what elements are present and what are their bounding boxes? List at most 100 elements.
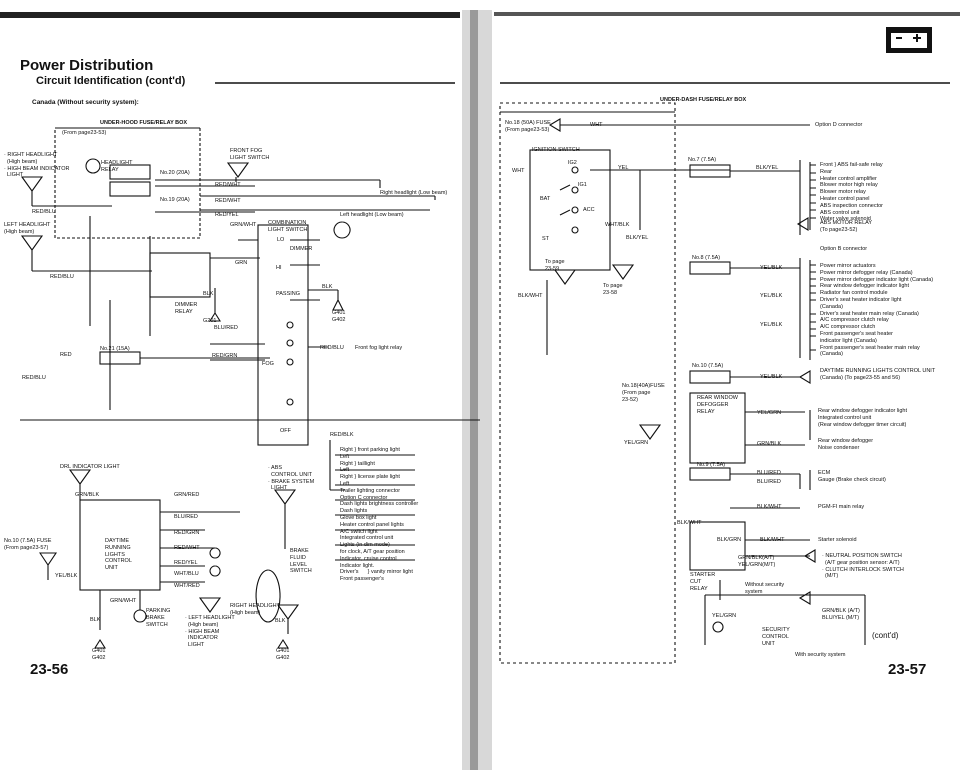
wire-blu-red-2: BLU/RED	[174, 514, 198, 520]
acc-label: ACC	[583, 207, 595, 213]
fuse-8-loads: Power mirror actuators Power mirror defo…	[820, 263, 934, 358]
pgm-fi-label: PGM-FI main relay	[818, 504, 865, 510]
ground-g401-right: G401 G402	[276, 648, 290, 661]
rear-defogger-label: Rear window defogger Noise condenser	[818, 438, 874, 451]
continued-label: (cont'd)	[872, 631, 899, 640]
wire-grn: GRN	[235, 260, 248, 266]
wire-blk-grn: BLK/GRN	[717, 537, 742, 543]
to-page-59: To page 23-59	[545, 259, 565, 272]
defog-loads: Rear window defogger indicator light Int…	[818, 408, 907, 428]
ignition-switch-label: IGNITION SWITCH	[532, 147, 580, 153]
wire-red: RED	[60, 352, 72, 358]
wire-red-grn: RED/GRN	[212, 353, 238, 359]
left-load-list: Right } front parking light Left Right }…	[340, 447, 419, 583]
dimmer-relay-label: DIMMER RELAY	[175, 302, 198, 315]
wire-red-yel: RED/YEL	[215, 212, 239, 218]
wire-red-blu-2: RED/BLU	[50, 274, 74, 280]
wire-grn-blk-2: GRN/BLK	[757, 441, 782, 447]
switch-hi: HI	[276, 265, 282, 271]
wire-yel-grn: YEL/GRN	[624, 440, 649, 446]
drl-indicator-label: DRL INDICATOR LIGHT	[60, 464, 120, 470]
front-fog-switch-label: FRONT FOG LIGHT SWITCH	[230, 148, 270, 161]
starter-solenoid-label: Starter solenoid	[818, 537, 857, 543]
without-security-label: Without security system	[745, 582, 785, 595]
brake-fluid-label: BRAKE FLUID LEVEL SWITCH	[290, 548, 312, 575]
wire-wht-blu: WHT/BLU	[174, 571, 199, 577]
page-title: Power Distribution	[20, 57, 154, 74]
wire-blk-wht-2: BLK/WHT	[757, 504, 782, 510]
top-scan-edge-right	[494, 12, 960, 16]
switch-dimmer: DIMMER	[290, 246, 313, 252]
wire-blk-4: BLK	[275, 618, 286, 624]
wire-blk-yel: BLK/YEL	[626, 235, 649, 241]
abs-list-label: · ABS CONTROL UNIT · BRAKE SYSTEM LIGHT	[268, 465, 315, 492]
fuse-7-label: No.7 (7.5A)	[688, 157, 717, 163]
starter-cut-relay-label: STARTER CUT RELAY	[690, 572, 716, 592]
fuse-19-label: No.19 (20A)	[160, 197, 190, 203]
wire-yel-blk-2: YEL/BLK	[760, 265, 783, 271]
right-hl-high-label: RIGHT HEADLIGHT (High beam)	[230, 603, 281, 616]
switch-fog: FOG	[262, 361, 274, 367]
wire-red-blk: RED/BLK	[330, 432, 354, 438]
wire-blu-red-3: BLU/RED	[757, 470, 781, 476]
wire-yel: YEL	[618, 165, 629, 171]
wire-blk-wht: BLK/WHT	[518, 293, 543, 299]
wire-yel-blk-4: YEL/BLK	[760, 322, 783, 328]
wire-red-grn-2: RED/GRN	[174, 530, 200, 536]
with-security-label: With security system	[795, 652, 846, 658]
wire-grn-red: GRN/RED	[174, 492, 200, 498]
wire-blk-wht-3: BLK/WHT	[677, 520, 702, 526]
left-hl-low-label: Left headlight (Low beam)	[340, 212, 404, 218]
fuse-18-label: No.18 (50A) FUSE (From page23-53)	[505, 120, 551, 133]
wire-grn-blk: GRN/BLK	[75, 492, 100, 498]
page-number-right: 23-57	[888, 661, 927, 678]
wire-blu-red: BLU/RED	[214, 325, 238, 331]
grn-blk-at-label: GRN/BLK(A/T) YEL/GRN(M/T)	[738, 555, 776, 568]
ecm-label: ECM Gauge (Brake check circuit)	[818, 470, 886, 483]
ground-g401-top: G401 G402	[332, 310, 346, 323]
left-hl-list-label: · LEFT HEADLIGHT (High beam) · HIGH BEAM…	[185, 615, 235, 649]
fuse-18b-label: No.18(40A)FUSE (From page 23-52)	[622, 383, 665, 403]
page-gutter-shadow	[470, 10, 478, 770]
variant-label: Canada (Without security system):	[32, 99, 139, 106]
st-label: ST	[542, 236, 550, 242]
switch-lo: LO	[277, 237, 285, 243]
ig1-label: IG1	[578, 182, 587, 188]
fuse-10-label: No.10 (7.5A) FUSE (From page23-57)	[4, 538, 52, 551]
top-scan-edge	[0, 12, 460, 18]
wire-blk-3: BLK	[90, 617, 101, 623]
ground-g401-left: G401 G402	[92, 648, 106, 661]
ground-g201: G201	[203, 318, 217, 324]
drl-unit-right-label: DAYTIME RUNNING LIGHTS CONTROL UNIT (Can…	[820, 368, 936, 381]
front-fog-relay-label: Front fog light relay	[355, 345, 403, 351]
combination-switch-label: COMBINATION LIGHT SWITCH	[268, 220, 308, 233]
wire-red-wht-2: RED/WHT	[215, 198, 241, 204]
switch-off: OFF	[280, 428, 291, 434]
underhood-box-label: UNDER-HOOD FUSE/RELAY BOX	[100, 120, 188, 126]
page-number-left: 23-56	[30, 661, 69, 678]
fuse-9-label: No.9 (7.5A)	[697, 462, 726, 468]
right-headlight-label: · RIGHT HEADLIGHT (High beam) · HIGH BEA…	[4, 152, 70, 179]
left-headlight-label: LEFT HEADLIGHT (High beam)	[4, 222, 51, 235]
rear-defogger-relay-label: REAR WINDOW DEFOGGER RELAY	[697, 395, 738, 415]
wire-red-blu-4: RED/BLU	[320, 345, 344, 351]
switch-passing: PASSING	[276, 291, 301, 297]
to-page-58: To page 23-58	[603, 283, 623, 296]
fuse-10-right-label: No.10 (7.5A)	[692, 363, 724, 369]
wire-wht: WHT	[590, 122, 603, 128]
wire-blk-2: BLK	[203, 291, 214, 297]
wire-blk-1: BLK	[322, 284, 333, 290]
right-hl-low-label: Right headlight (Low beam)	[380, 190, 448, 196]
bat-label: BAT	[540, 196, 551, 202]
wire-red-wht-3: RED/WHT	[174, 545, 200, 551]
page-subtitle: Circuit Identification (cont'd)	[36, 75, 186, 87]
option-d-label: Option D connector	[815, 122, 863, 128]
fuse-7-loads: Front } ABS fail-safe relay Rear Heater …	[820, 162, 883, 223]
fuse-20-label: No.20 (20A)	[160, 170, 190, 176]
security-unit-label: SECURITY CONTROL UNIT	[762, 627, 790, 647]
wire-yel-blk-3: YEL/BLK	[760, 293, 783, 299]
wire-red-blu-1: RED/BLU	[32, 209, 56, 215]
wire-wht-red: WHT/RED	[174, 583, 200, 589]
wire-red-yel-2: RED/YEL	[174, 560, 198, 566]
wire-red-wht-1: RED/WHT	[215, 182, 241, 188]
